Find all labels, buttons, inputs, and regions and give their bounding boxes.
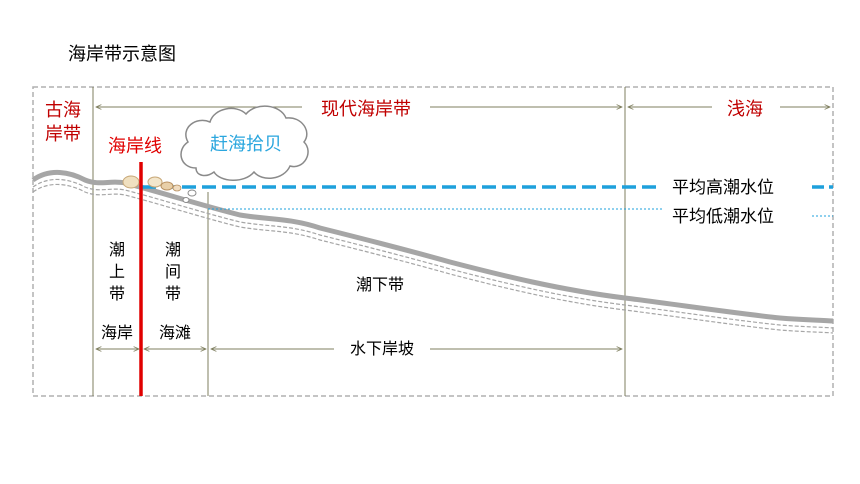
high-tide-label: 平均高潮水位 — [672, 178, 774, 198]
coastline-label: 海岸线 — [108, 136, 162, 157]
bubble-text: 赶海拾贝 — [210, 134, 282, 155]
diagram-title: 海岸带示意图 — [68, 44, 176, 65]
supratidal-char-2: 上 — [109, 262, 125, 281]
intertidal-char-2: 间 — [165, 262, 181, 281]
shallow-sea-label: 浅海 — [727, 99, 763, 120]
ancient-coast-label-2: 岸带 — [45, 124, 81, 145]
intertidal-char-3: 带 — [165, 284, 181, 303]
shells-icon — [122, 175, 182, 192]
outer-frame — [32, 86, 834, 397]
supratidal-char-1: 潮 — [109, 240, 125, 259]
ancient-coast-label-1: 古海 — [45, 100, 81, 121]
beach-label: 海滩 — [159, 323, 191, 342]
seabed-edge-2 — [32, 183, 834, 334]
intertidal-char-1: 潮 — [165, 240, 181, 259]
seabed-profile — [31, 170, 834, 324]
subtidal-label: 潮下带 — [356, 275, 404, 294]
modern-coast-label: 现代海岸带 — [321, 99, 411, 120]
underwater-slope-label: 水下岸坡 — [350, 339, 414, 358]
coast-label: 海岸 — [101, 323, 133, 342]
seabed-edge-1 — [32, 178, 834, 329]
low-tide-label: 平均低潮水位 — [672, 207, 774, 227]
thought-bubble — [180, 105, 309, 203]
supratidal-char-3: 带 — [109, 284, 125, 303]
